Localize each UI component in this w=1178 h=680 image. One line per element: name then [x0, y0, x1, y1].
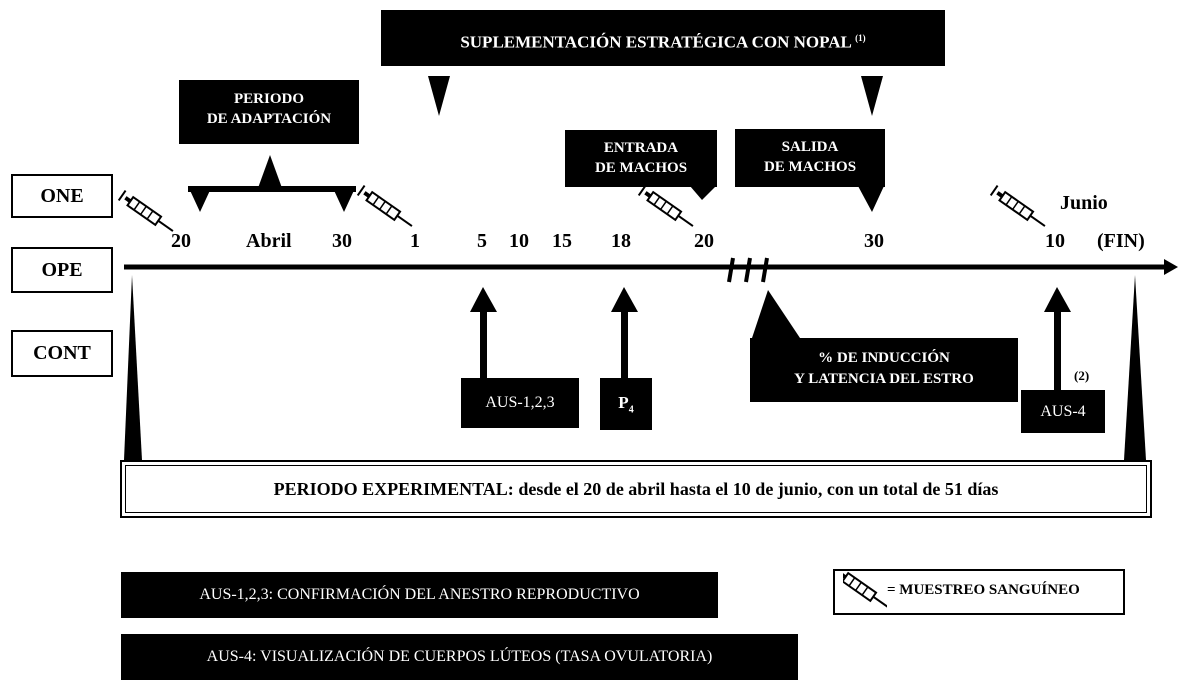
tick-10: 10 — [509, 230, 529, 252]
adaptacion-bracket-peak — [258, 155, 282, 188]
aus123-event-box: AUS-1,2,3 — [461, 378, 579, 428]
tick-fin: (FIN) — [1097, 230, 1145, 252]
syringe-icon — [356, 184, 417, 232]
legend-aus123-text: AUS-1,2,3: CONFIRMACIÓN DEL ANESTRO REPR… — [199, 586, 640, 603]
banner-footnote: (1) — [855, 33, 866, 43]
induccion-callout-pointer — [752, 290, 800, 338]
break-mark — [761, 257, 769, 283]
periodo-experimental-box: PERIODO EXPERIMENTAL: desde el 20 de abr… — [120, 460, 1152, 518]
group-ope-label: OPE — [41, 258, 83, 281]
group-one-box: ONE — [11, 174, 113, 218]
tick-15: 15 — [552, 230, 572, 252]
adaptacion-bracket-bar — [188, 186, 356, 192]
salida-callout-tail — [858, 186, 884, 212]
induccion-line-2: Y LATENCIA DEL ESTRO — [794, 371, 974, 387]
adaptacion-callout: PERIODO DE ADAPTACIÓN — [179, 80, 359, 144]
periodo-experimental-detail: desde el 20 de abril hasta el 10 de juni… — [513, 478, 999, 499]
aus4-event-box: AUS-4 — [1021, 390, 1105, 433]
tick-30-mayo: 30 — [864, 230, 884, 252]
legend-aus4-text: AUS-4: VISUALIZACIÓN DE CUERPOS LÚTEOS (… — [206, 648, 713, 665]
p4-subscript: 4 — [628, 404, 634, 416]
group-one-label: ONE — [40, 184, 84, 207]
aus4-event-label: AUS-4 — [1040, 403, 1086, 420]
group-ope-box: OPE — [11, 247, 113, 293]
induccion-callout: % DE INDUCCIÓN Y LATENCIA DEL ESTRO — [750, 338, 1018, 402]
entrada-callout-tail — [690, 186, 716, 200]
adaptacion-bracket-right — [332, 186, 356, 212]
salida-line-2: DE MACHOS — [763, 159, 857, 175]
tick-junio: Junio — [1060, 192, 1108, 214]
banner-text: SUPLEMENTACIÓN ESTRATÉGICA CON NOPAL — [460, 32, 851, 52]
timeline-arrowhead — [1164, 259, 1178, 275]
period-start-marker — [124, 275, 142, 460]
salida-machos-callout: SALIDA DE MACHOS — [735, 129, 885, 187]
period-end-marker — [1124, 275, 1146, 460]
group-cont-box: CONT — [11, 330, 113, 377]
adaptacion-line-2: DE ADAPTACIÓN — [206, 111, 332, 127]
p4-arrowhead — [611, 287, 638, 312]
p4-event-box: P4 — [600, 378, 652, 430]
p4-label: P — [618, 393, 629, 412]
syringe-icon — [843, 571, 887, 613]
adaptacion-line-1: PERIODO — [233, 91, 304, 107]
aus4-arrow-shaft — [1054, 308, 1061, 396]
aus4-note: (2) — [1074, 368, 1090, 383]
entrada-machos-callout: ENTRADA DE MACHOS — [565, 130, 717, 187]
tick-30-abril: 30 — [332, 230, 352, 252]
tick-18: 18 — [611, 230, 631, 252]
p4-arrow-shaft — [621, 308, 628, 380]
periodo-experimental-title: PERIODO EXPERIMENTAL: — [273, 478, 514, 499]
nopal-end-marker — [861, 76, 883, 116]
group-cont-label: CONT — [33, 342, 91, 364]
tick-5: 5 — [477, 230, 487, 252]
nopal-start-marker — [428, 76, 450, 116]
nopal-supplementation-banner: SUPLEMENTACIÓN ESTRATÉGICA CON NOPAL (1) — [381, 10, 945, 66]
tick-10-junio: 10 — [1045, 230, 1065, 252]
aus123-event-label: AUS-1,2,3 — [485, 394, 555, 411]
legend-aus4: AUS-4: VISUALIZACIÓN DE CUERPOS LÚTEOS (… — [121, 634, 798, 680]
break-mark — [727, 257, 735, 283]
salida-line-1: SALIDA — [781, 139, 839, 155]
induccion-line-1: % DE INDUCCIÓN — [818, 350, 950, 366]
syringe-legend-label: = MUESTREO SANGUÍNEO — [887, 582, 1080, 598]
syringe-icon — [117, 189, 178, 237]
tick-20-mayo: 20 — [694, 230, 714, 252]
tick-20-abril: 20 — [171, 230, 191, 252]
entrada-line-2: DE MACHOS — [594, 160, 688, 176]
aus4-arrowhead — [1044, 287, 1071, 312]
legend-aus123: AUS-1,2,3: CONFIRMACIÓN DEL ANESTRO REPR… — [121, 572, 718, 618]
syringe-icon — [989, 184, 1050, 232]
aus123-arrow-shaft — [480, 308, 487, 380]
tick-abril: Abril — [246, 230, 292, 252]
aus123-arrowhead — [470, 287, 497, 312]
syringe-icon — [637, 184, 698, 232]
adaptacion-bracket-left — [188, 186, 212, 212]
tick-1-mayo: 1 — [410, 230, 420, 252]
entrada-line-1: ENTRADA — [603, 140, 679, 156]
break-mark — [744, 257, 752, 283]
syringe-legend-box: = MUESTREO SANGUÍNEO — [833, 569, 1125, 615]
